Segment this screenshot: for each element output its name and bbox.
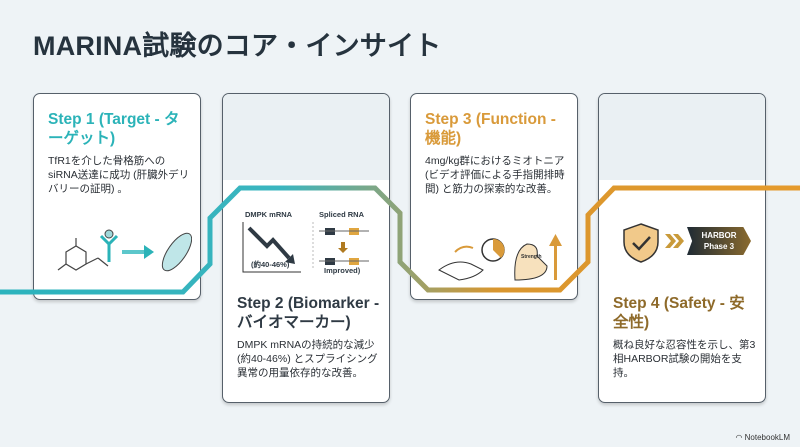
step-description: 4mg/kg群におけるミオトニア (ビデオ評価による手指開排時間) と筋力の探索… bbox=[425, 155, 565, 195]
molecule-to-muscle-icon bbox=[57, 229, 192, 272]
step-3-card: Step 3 (Function - 機能) 4mg/kg群におけるミオトニア … bbox=[410, 93, 578, 300]
mrna-decrease-icon bbox=[242, 222, 369, 273]
step-title: Step 2 (Biomarker - バイオマーカー) bbox=[237, 295, 380, 331]
hand-stopwatch-strength-icon: Strength bbox=[438, 234, 562, 281]
notebooklm-logo: ◠ NotebookLM bbox=[735, 433, 790, 442]
chevrons-icon bbox=[665, 234, 684, 248]
step-description: DMPK mRNAの持続的な減少 (約40-46%) とスプライシング異常の用量… bbox=[237, 339, 378, 379]
shield-check-icon bbox=[623, 223, 659, 263]
step-title: Step 4 (Safety - 安全性) bbox=[613, 295, 745, 331]
dmpk-label: DMPK mRNA bbox=[245, 210, 293, 219]
spliced-label: Spliced RNA bbox=[319, 210, 365, 219]
step-description: 概ね良好な忍容性を示し、第3相HARBOR試験の開始を支持。 bbox=[613, 339, 756, 379]
step-1-card: Step 1 (Target - ターゲット) TfR1を介した骨格筋へのsiR… bbox=[33, 93, 201, 300]
page-title: MARINA試験のコア・インサイト bbox=[33, 31, 442, 61]
step-2-card: DMPK mRNA (約40-46%) Spliced RNA Improved… bbox=[222, 93, 390, 403]
harbor-phase3-badge: HARBOR Phase 3 bbox=[687, 227, 751, 255]
step-title: Step 1 (Target - ターゲット) bbox=[48, 111, 180, 147]
step-title: Step 3 (Function - 機能) bbox=[425, 111, 556, 147]
step-description: TfR1を介した骨格筋へのsiRNA送達に成功 (肝臓外デリバリーの証明) 。 bbox=[48, 155, 190, 195]
strength-label: Strength bbox=[521, 254, 542, 260]
step-4-card: HARBOR Phase 3 Step 4 (Safety - 安全性) 概ね良… bbox=[598, 93, 766, 403]
